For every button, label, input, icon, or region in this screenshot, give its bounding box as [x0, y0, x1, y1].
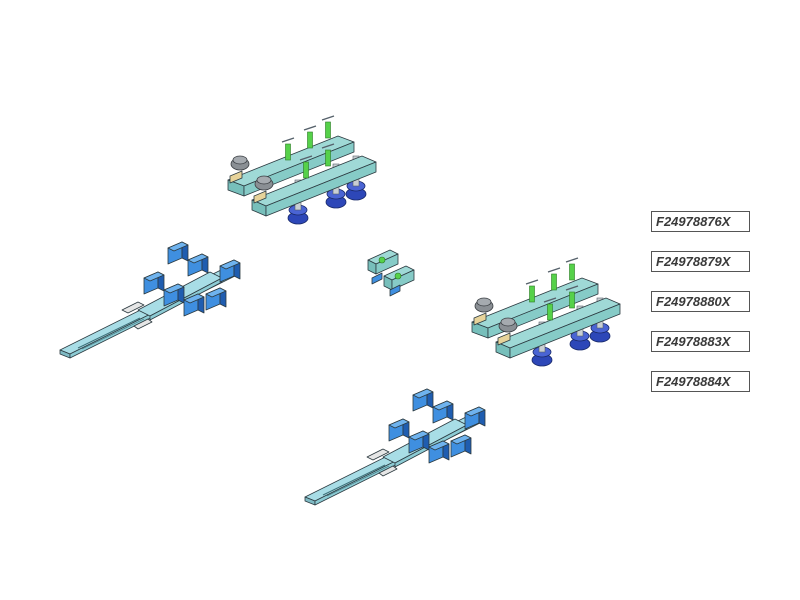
clamp-assembly-1 [227, 115, 377, 225]
small-clip-3 [367, 249, 415, 297]
clamp-assembly-4 [471, 257, 621, 367]
part-number-label-4: F24978883X [651, 331, 750, 352]
part-number-label-1: F24978876X [651, 211, 750, 232]
part-number-label-2: F24978879X [651, 251, 750, 272]
part-number-label-3: F24978880X [651, 291, 750, 312]
part-number-label-5: F24978884X [651, 371, 750, 392]
slide-rail-2 [59, 241, 241, 359]
slide-rail-5 [304, 388, 486, 506]
